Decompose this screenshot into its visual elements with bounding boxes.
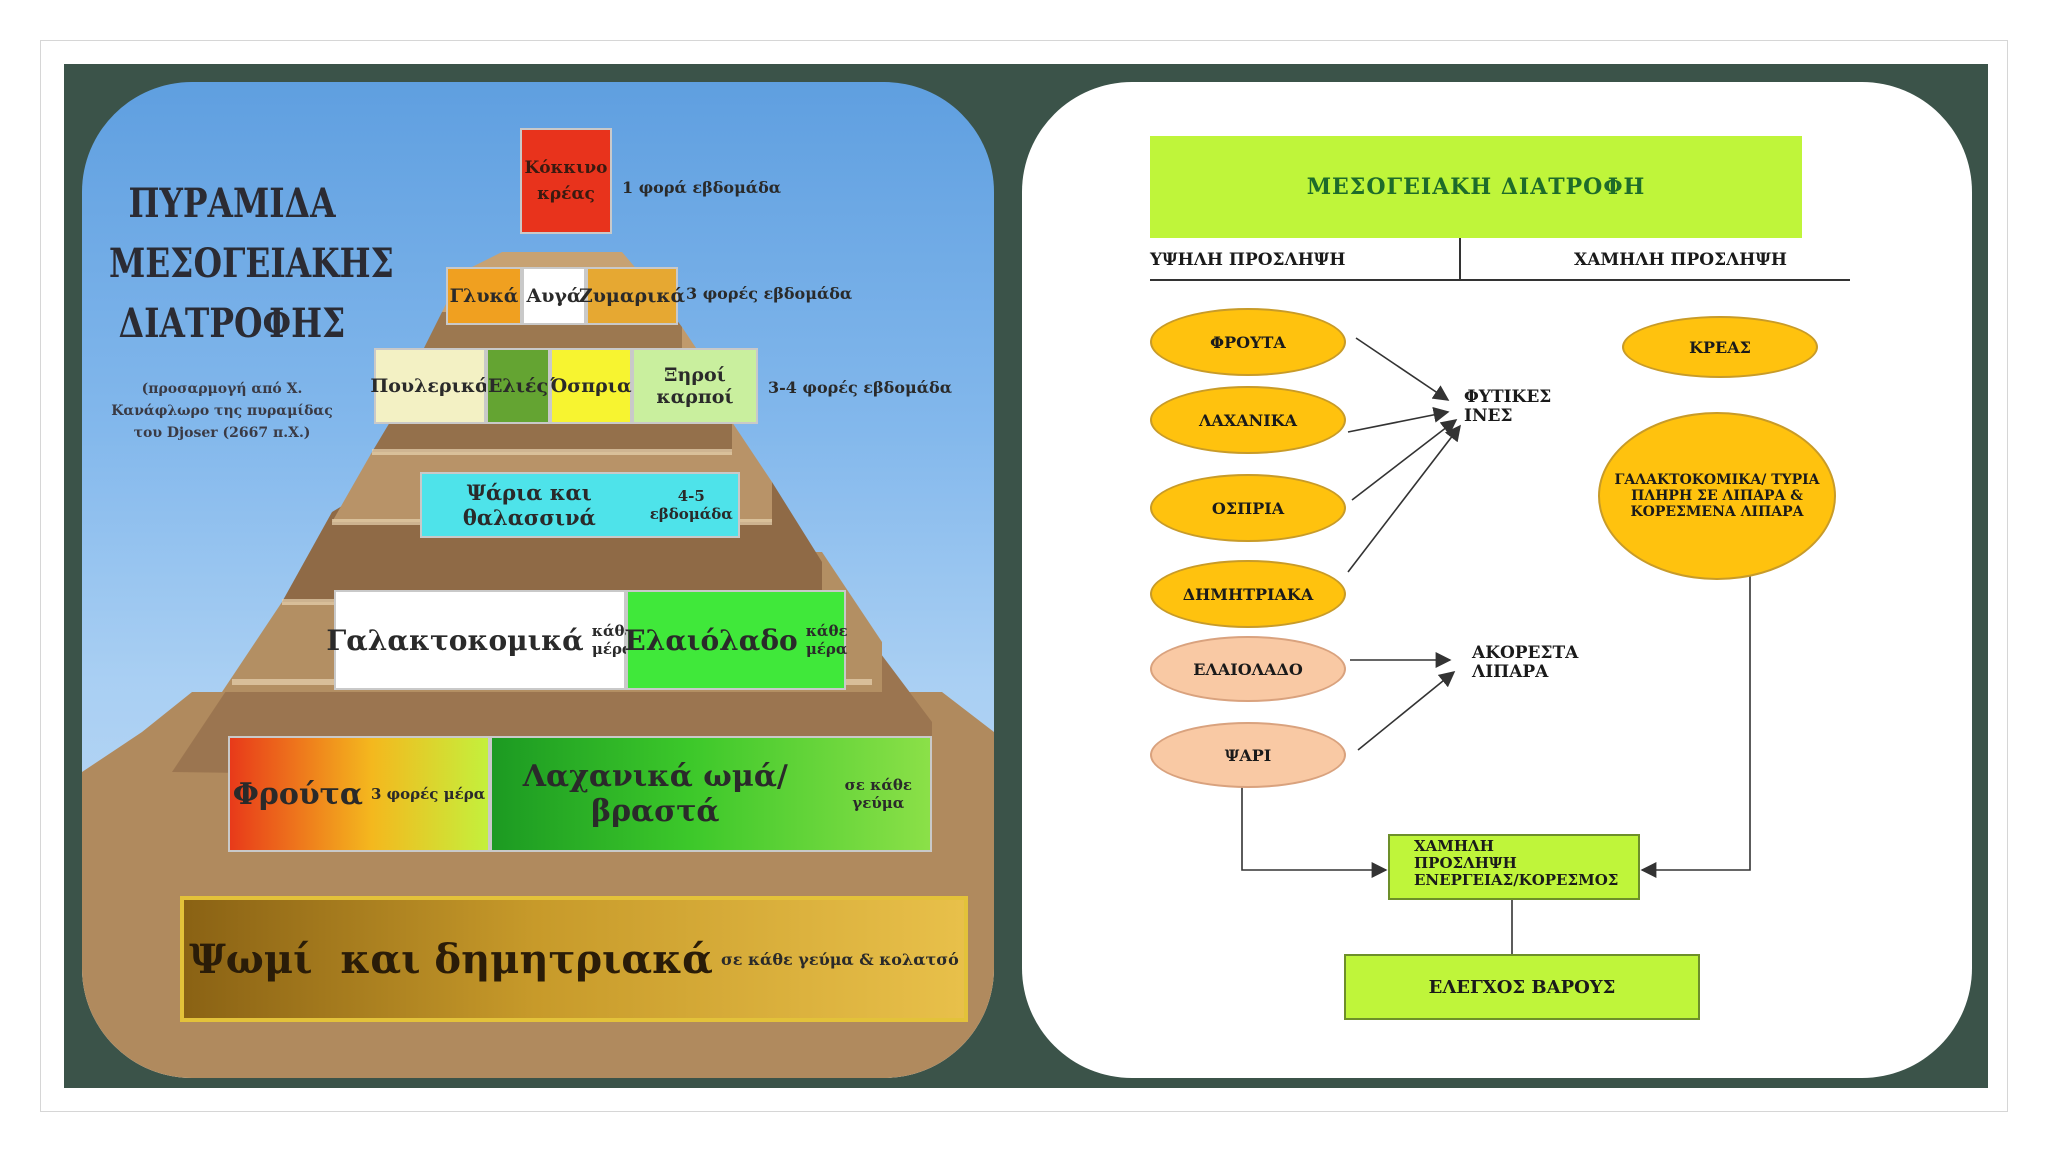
oval-meat: ΚΡΕΑΣ — [1622, 316, 1818, 378]
tier-sweets-note: 3 φορές εβδομάδα — [686, 284, 853, 303]
oval-vegetables: ΛΑΧΑΝΙΚΑ — [1150, 386, 1346, 454]
tier-fish-label: Ψάρια και θαλασσινά — [462, 480, 596, 530]
tier-olive-oil-note: κάθε μέρα — [805, 622, 848, 658]
tier-eggs: Αυγά — [522, 267, 586, 325]
tier-olive-oil-label: Ελαιόλαδο — [624, 623, 798, 657]
tier-fruits: Φρούτα 3 φορές μέρα — [228, 736, 490, 852]
tier-legumes: Όσπρια — [550, 348, 632, 424]
oval-full-fat-dairy: ΓΑΛΑΚΤΟΚΟΜΙΚΑ/ ΤΥΡΙΑ ΠΛΗΡΗ ΣΕ ΛΙΠΑΡΑ & Κ… — [1598, 412, 1836, 580]
energy-line2: ΠΡΟΣΛΗΨΗ — [1414, 854, 1517, 872]
tier-red-meat-note: 1 φορά εβδομάδα — [622, 178, 782, 197]
low-intake-header: ΧΑΜΗΛΗ ΠΡΟΣΛΗΨΗ — [1574, 250, 1787, 270]
tier-red-meat: Κόκκινο κρέας — [520, 128, 612, 234]
tier-olive-oil: Ελαιόλαδο κάθε μέρα — [624, 590, 848, 690]
fibers-line1: ΦΥΤΙΚΕΣ — [1464, 387, 1552, 407]
tier-poultry-note: 3-4 φορές εβδομάδα — [768, 378, 953, 397]
tier-poultry: Πουλερικά — [370, 348, 490, 424]
tier-vegetables-label: Λαχανικά ωμά/βραστά — [522, 759, 788, 829]
flow-connectors — [1150, 236, 1850, 954]
energy-line1: ΧΑΜΗΛΗ — [1414, 837, 1494, 855]
tier-fruits-note: 3 φορές μέρα — [370, 785, 486, 803]
tier-dairy: Γαλακτοκομικά κάθε μέρα — [326, 590, 634, 690]
tier-pasta: Ζυμαρικά — [579, 267, 685, 325]
unsat-line1: ΑΚΟΡΕΣΤΑ — [1472, 643, 1579, 663]
pyramid-subtitle: (προσαρμογή από Χ. Κανάφλωρο της πυραμίδ… — [111, 381, 333, 441]
low-energy-intake-box: ΧΑΜΗΛΗ ΠΡΟΣΛΗΨΗ ΕΝΕΡΓΕΙΑΣ/ΚΟΡΕΣΜΟΣ — [1388, 834, 1640, 900]
tier-dairy-label: Γαλακτοκομικά — [326, 623, 584, 657]
energy-line3: ΕΝΕΡΓΕΙΑΣ/ΚΟΡΕΣΜΟΣ — [1414, 871, 1619, 889]
tier-vegetables-note: σε κάθε γεύμα — [844, 776, 912, 812]
tier-bread-note: σε κάθε γεύμα & κολατσό — [720, 949, 959, 969]
tier-fruits-label: Φρούτα — [232, 776, 363, 812]
pyramid-title-line1: ΠΥΡΑΜΙΔΑ — [128, 180, 336, 227]
tier-olives: Ελιές — [486, 348, 550, 424]
weight-control-box: ΕΛΕΓΧΟΣ ΒΑΡΟΥΣ — [1344, 954, 1700, 1020]
tier-fish: Ψάρια και θαλασσινά 4-5 εβδομάδα — [420, 472, 740, 538]
oval-cereals: ΔΗΜΗΤΡΙΑΚΑ — [1150, 560, 1346, 628]
unsat-line2: ΛΙΠΑΡΑ — [1472, 662, 1549, 682]
unsaturated-fats-label: ΑΚΟΡΕΣΤΑ ΛΙΠΑΡΑ — [1472, 644, 1578, 682]
tier-sweets: Γλυκά — [446, 267, 522, 325]
tier-bread-cereals: Ψωμί και δημητριακά σε κάθε γεύμα & κολα… — [180, 896, 968, 1022]
fibers-label: ΦΥΤΙΚΕΣ ΙΝΕΣ — [1464, 388, 1551, 426]
pyramid-title-line3: ΔΙΑΤΡΟΦΗΣ — [118, 300, 346, 347]
tier-nuts: Ξηροί καρποί — [632, 348, 758, 424]
oval-fish: ΨΑΡΙ — [1150, 722, 1346, 788]
tier-vegetables: Λαχανικά ωμά/βραστά σε κάθε γεύμα — [490, 736, 932, 852]
pyramid-title-line2: ΜΕΣΟΓΕΙΑΚΗΣ — [109, 240, 394, 287]
pyramid-title: ΠΥΡΑΜΙΔΑ ΜΕΣΟΓΕΙΑΚΗΣ ΔΙΑΤΡΟΦΗΣ — [109, 174, 394, 354]
flow-title: ΜΕΣΟΓΕΙΑΚΗ ΔΙΑΤΡΟΦΗ — [1150, 136, 1802, 238]
tier-bread-label: Ψωμί και δημητριακά — [189, 935, 713, 983]
oval-fruits: ΦΡΟΥΤΑ — [1150, 308, 1346, 376]
tier-fish-note: 4-5 εβδομάδα — [649, 487, 733, 523]
high-intake-header: ΥΨΗΛΗ ΠΡΟΣΛΗΨΗ — [1150, 250, 1346, 270]
oval-legumes: ΟΣΠΡΙΑ — [1150, 474, 1346, 542]
oval-olive-oil: ΕΛΑΙΟΛΑΔΟ — [1150, 636, 1346, 702]
flow-panel: ΜΕΣΟΓΕΙΑΚΗ ΔΙΑΤΡΟΦΗ ΥΨΗΛΗ ΠΡΟΣΛΗΨΗ ΧΑΜΗΛ… — [1022, 82, 1972, 1078]
tier-dairy-note: κάθε μέρα — [591, 622, 634, 658]
pyramid-panel: ΠΥΡΑΜΙΔΑ ΜΕΣΟΓΕΙΑΚΗΣ ΔΙΑΤΡΟΦΗΣ (προσαρμο… — [82, 82, 994, 1078]
fibers-line2: ΙΝΕΣ — [1464, 406, 1513, 426]
